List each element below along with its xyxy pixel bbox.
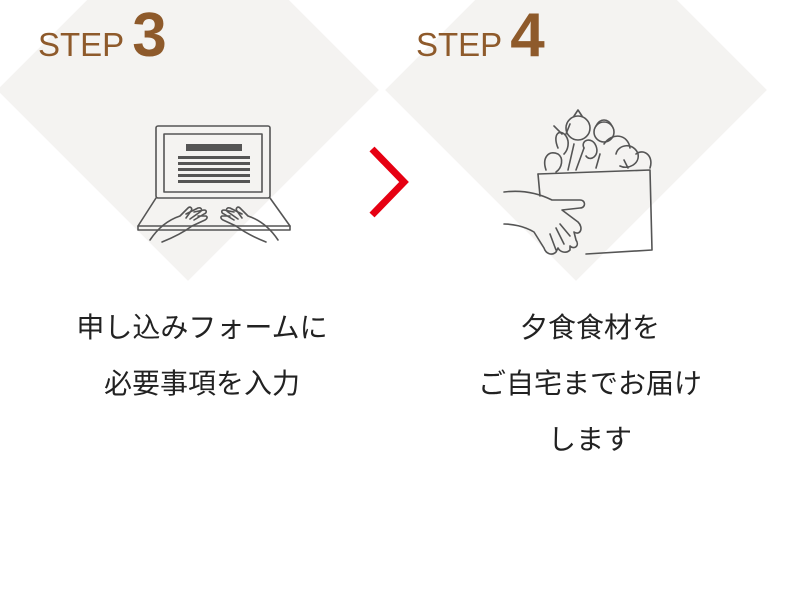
step-word: STEP bbox=[416, 26, 503, 63]
description-line: ご自宅までお届け bbox=[477, 367, 702, 400]
step-3-description: 申し込みフォームに 必要事項を入力 bbox=[0, 300, 404, 412]
grocery-box-icon bbox=[503, 109, 653, 255]
laptop-typing-icon bbox=[137, 125, 291, 243]
step-word: STEP bbox=[38, 26, 125, 63]
description-line: 夕食食材を bbox=[519, 311, 660, 344]
description-line: 必要事項を入力 bbox=[103, 367, 300, 400]
description-line: します bbox=[547, 423, 632, 456]
step-4-description: 夕食食材を ご自宅までお届け します bbox=[388, 300, 792, 468]
step-number: 4 bbox=[510, 1, 545, 70]
step-number: 3 bbox=[132, 1, 167, 70]
chevron-right-icon bbox=[369, 146, 409, 218]
description-line: 申し込みフォームに bbox=[76, 311, 328, 344]
